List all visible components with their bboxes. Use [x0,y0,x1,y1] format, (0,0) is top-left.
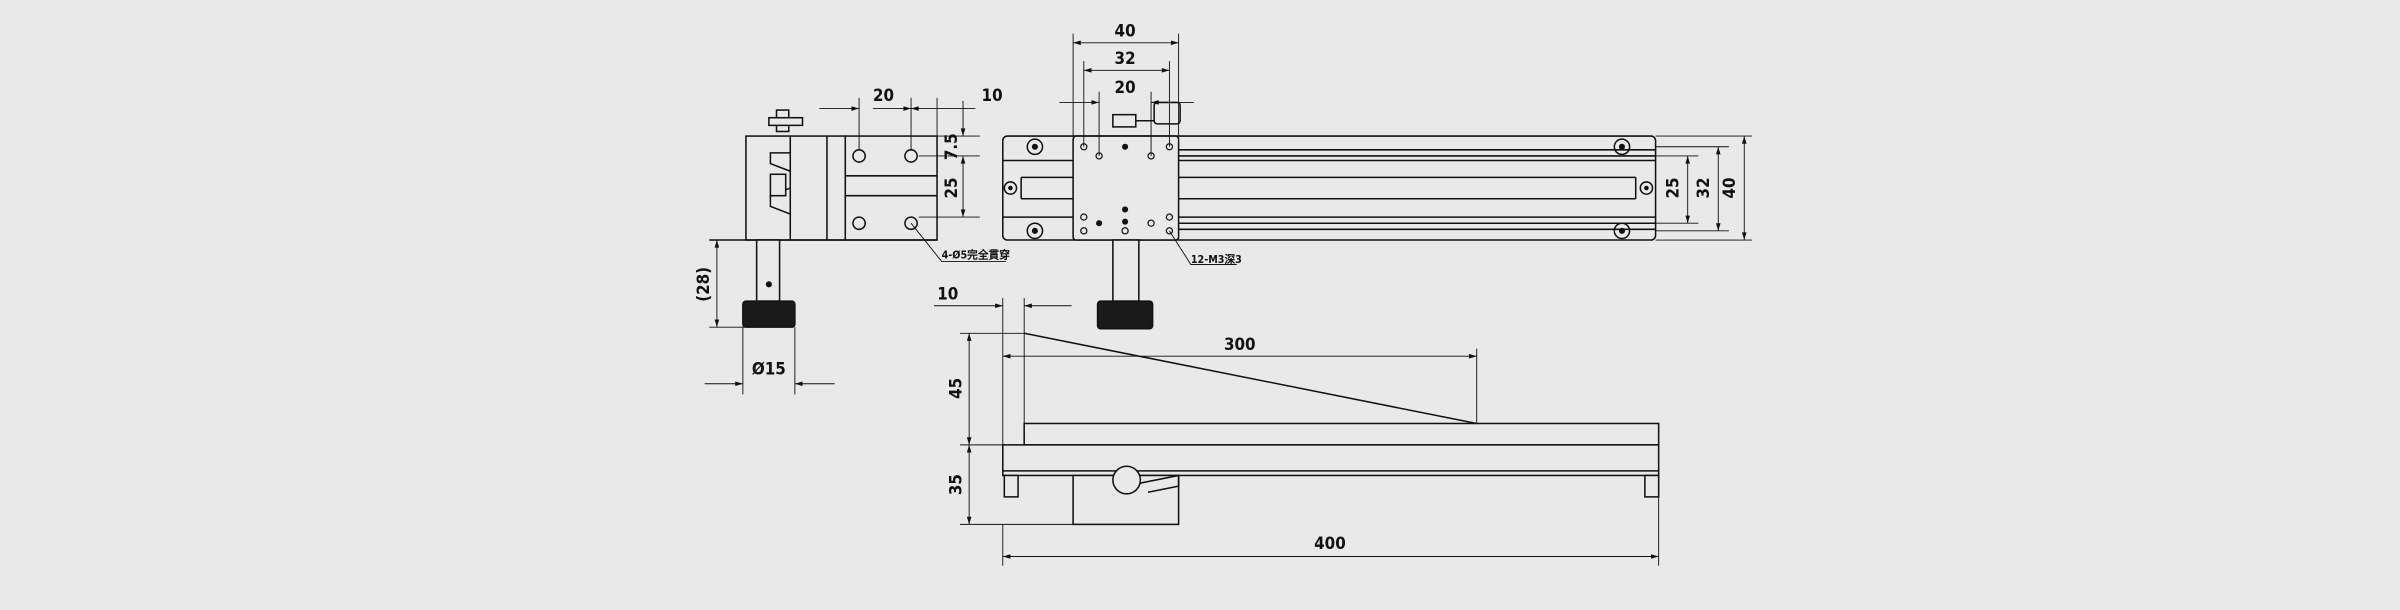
dim-40: 40 [1115,21,1136,41]
dim-rail-25: 25 [1663,178,1683,199]
dim-rail-40: 40 [1719,178,1739,199]
dim-travel-300: 300 [1224,334,1256,354]
top-view: 40 32 20 25 32 40 12-M3深3 [1002,21,1752,330]
rail-screws [1003,138,1654,240]
hole-note: 4-Ø5完全貫穿 [942,248,1011,261]
dim-25: 25 [941,178,961,199]
dim-32: 32 [1115,48,1136,68]
thread-note: 12-M3深3 [1191,253,1242,266]
lock-knob-icon [1112,465,1142,495]
dim-28: (28) [693,267,713,302]
dim-10: 10 [982,85,1003,105]
knob-icon [1096,300,1154,330]
dim-20: 20 [1115,77,1136,97]
dim-length-400: 400 [1314,533,1346,553]
dim-7-5: 7.5 [941,133,961,160]
end-view: 20 10 7.5 25 (28) Ø15 4-Ø5完全貫穿 [693,85,1010,395]
knob-icon [742,300,796,328]
dim-dia-15: Ø15 [752,359,786,379]
dim-rail-32: 32 [1693,178,1713,199]
dim-height-45: 45 [946,378,966,399]
side-view: 10 300 45 35 400 [933,284,1660,566]
dim-20: 20 [873,85,894,105]
dim-height-35: 35 [946,474,966,495]
dim-offset-10: 10 [937,284,958,304]
